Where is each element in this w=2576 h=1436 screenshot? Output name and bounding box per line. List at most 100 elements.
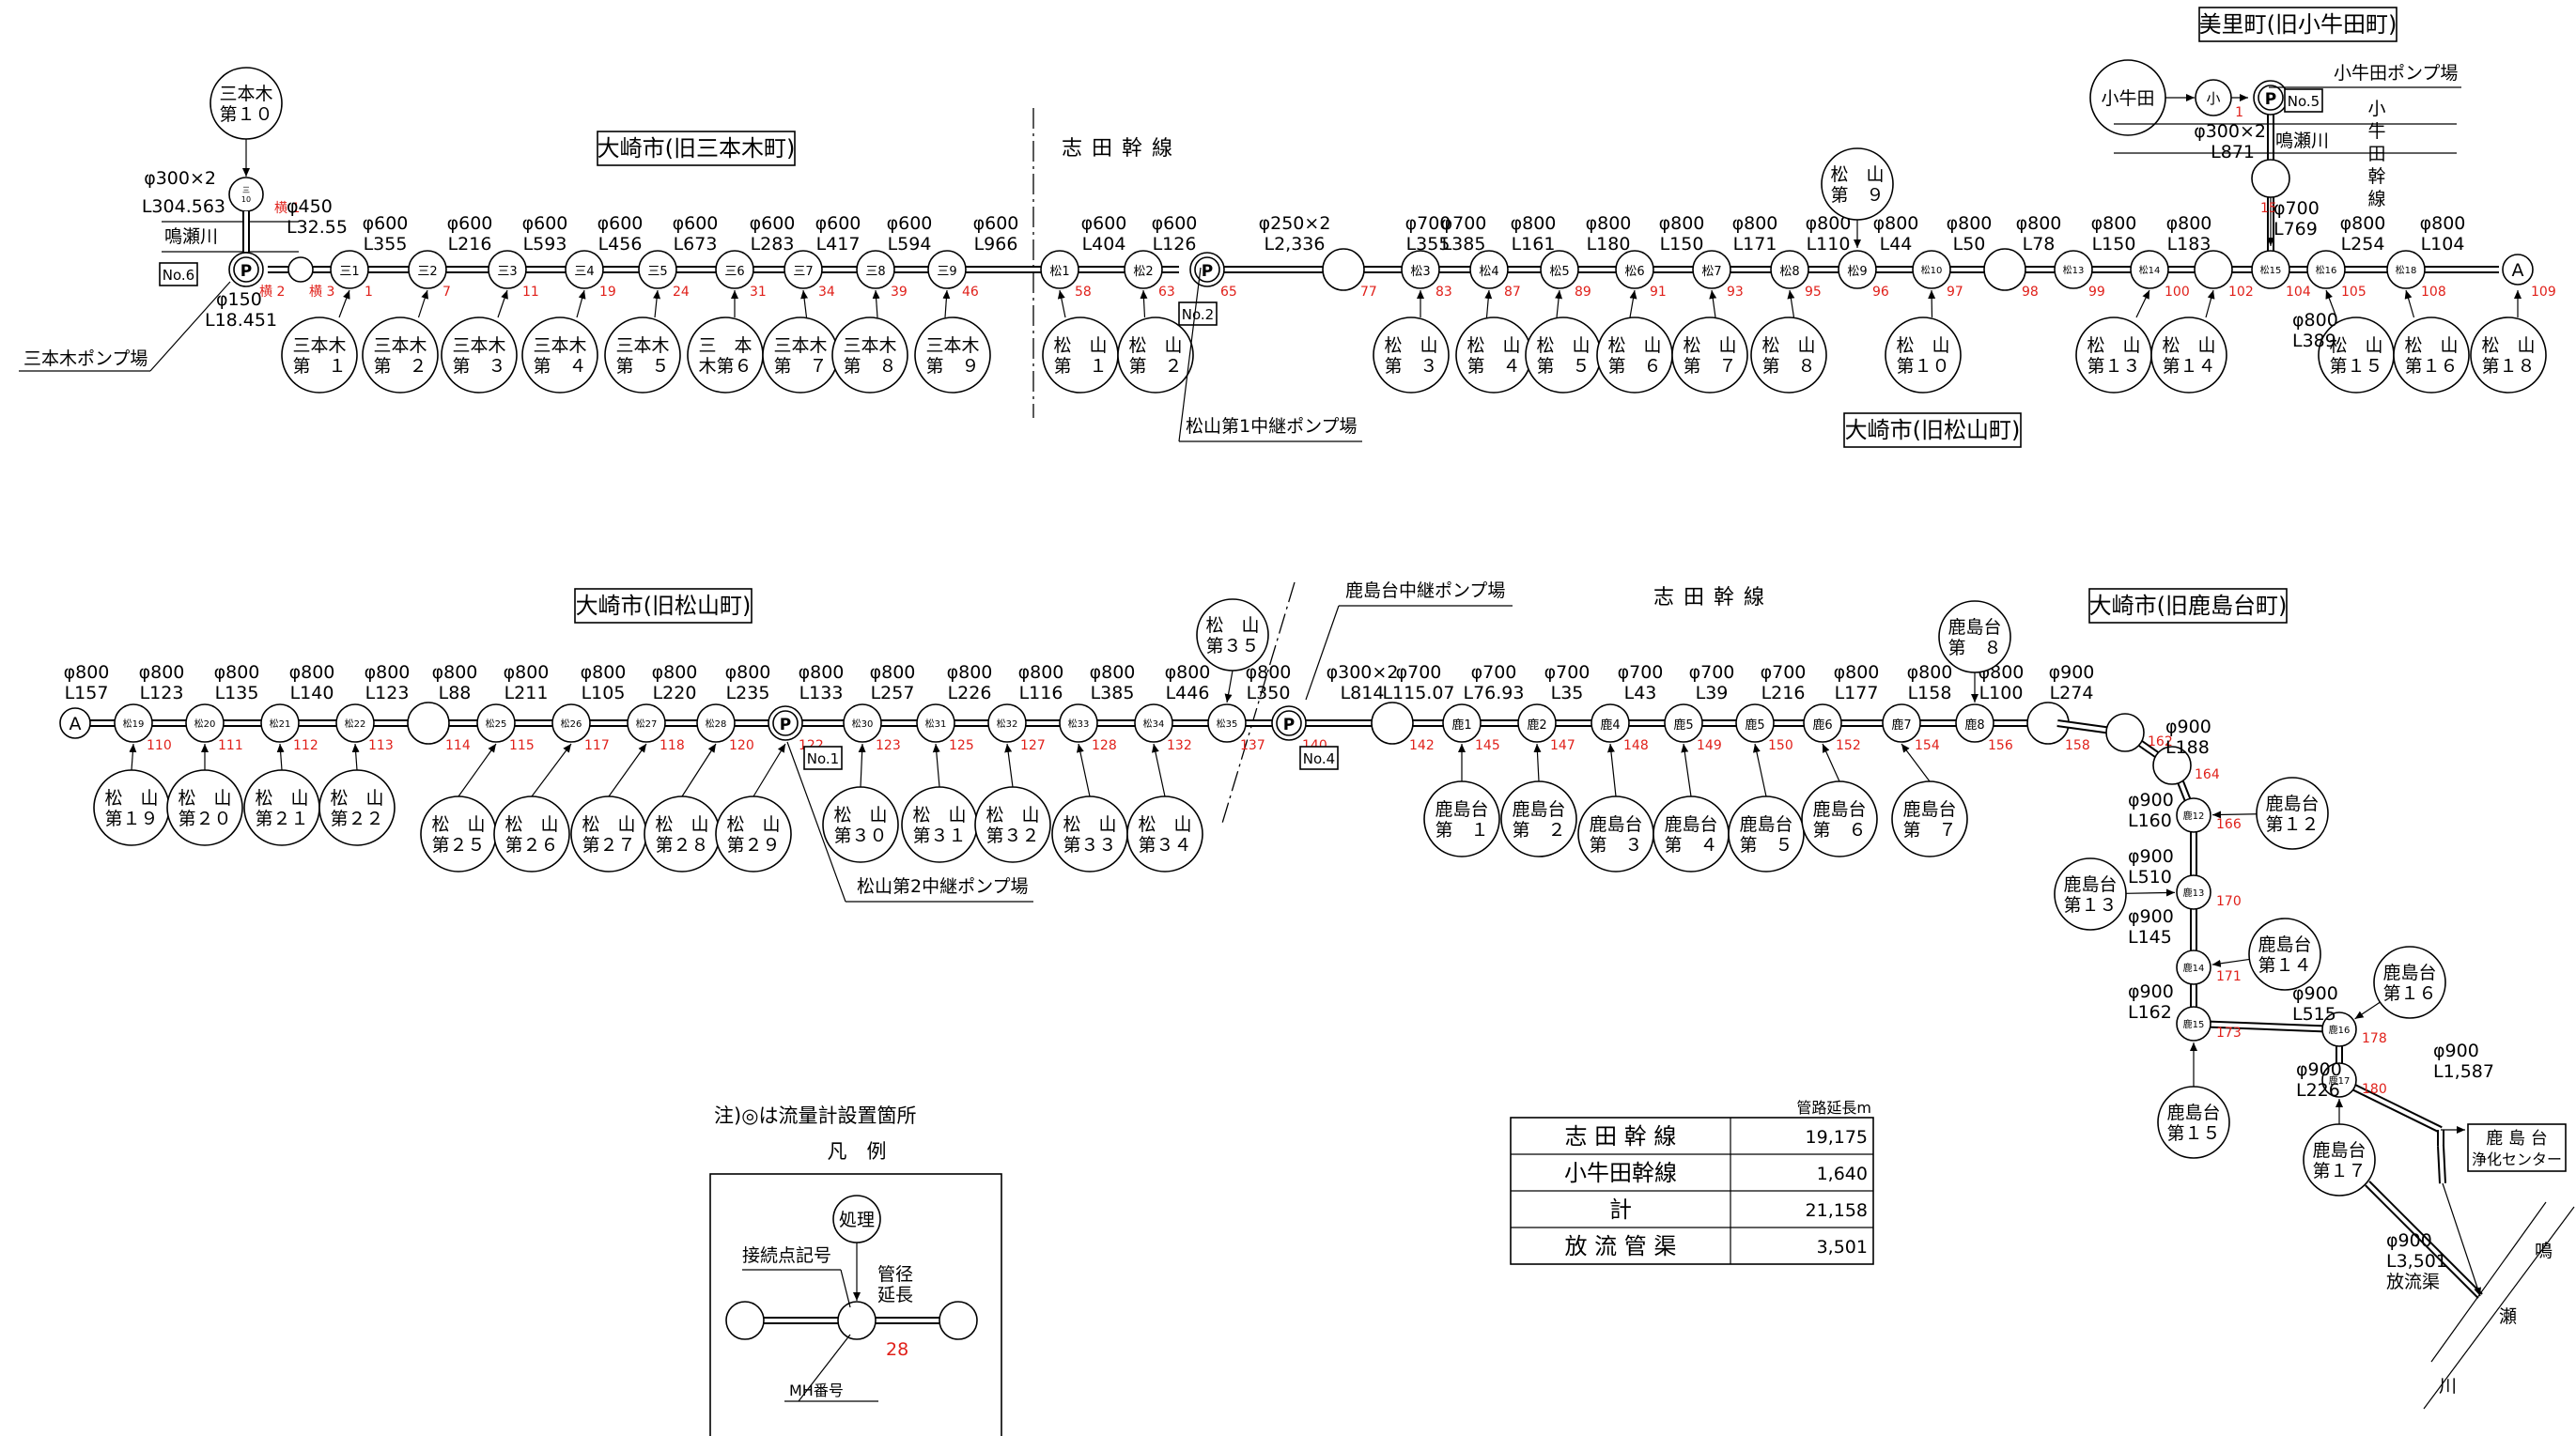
facility-name-line2: 第３１: [912, 826, 966, 846]
facility-name-line1: 松 山: [1830, 164, 1884, 185]
pipe-diameter: φ900: [2128, 790, 2174, 811]
facility-name-line2: 第２９: [726, 835, 780, 856]
pipe-diameter: φ300×2: [1327, 662, 1399, 683]
facility-name-line1: 松 山: [2162, 335, 2215, 356]
manhole: [2054, 250, 2093, 289]
facility-name-line2: 第２７: [582, 835, 635, 856]
facility-name-line1: 松 山: [1896, 335, 1949, 356]
facility-name-line1: 三本木: [452, 335, 505, 356]
node-label: 鹿8: [1964, 718, 1984, 733]
pipe-length: L171: [1733, 234, 1777, 255]
mh-number: 117: [584, 738, 610, 753]
pump-no-box: [803, 746, 843, 770]
facility-row1: [521, 317, 598, 394]
manhole: [2194, 250, 2233, 289]
facility-name-line1: 三本木: [292, 335, 346, 356]
facility-name-line1: 鹿島台: [1589, 814, 1642, 835]
legend-mh-label: MH番号: [789, 1382, 844, 1399]
pipe-diameter: φ800: [1246, 662, 1292, 683]
mh-number: 93: [1727, 285, 1744, 300]
facility-name-line1: 松 山: [2481, 335, 2535, 356]
mh-number: 11: [522, 285, 539, 300]
pipe-length: L2,336: [1265, 234, 1326, 255]
manhole: [638, 250, 677, 289]
node-label: 鹿7: [1891, 718, 1911, 733]
pipe-diameter: φ600: [522, 213, 568, 234]
facility-name-line1: 松 山: [833, 805, 887, 826]
facility-name-line2: 第 ４: [533, 356, 586, 377]
facility-name-line1: 松 山: [504, 814, 558, 835]
pipe-length: L188: [2165, 737, 2210, 758]
inflow-arrow: [1151, 743, 1166, 797]
facility-row1: [831, 317, 908, 394]
inflow-arrow: [1076, 743, 1091, 797]
facility-name-line2: 第 ２: [1512, 820, 1565, 841]
inflow-arrow: [1752, 743, 1767, 797]
facility-name-line2: 第１９: [104, 809, 158, 829]
facility-name-line2: 第 ８: [1948, 638, 2001, 658]
manhole: [1803, 703, 1842, 743]
facility-name-line2: 第 ６: [1812, 820, 1866, 841]
manhole: [287, 256, 314, 283]
inflow-arrow: [1606, 743, 1617, 797]
facility-row1: [2393, 317, 2470, 394]
manhole: [1401, 250, 1440, 289]
mh-number: 109: [2531, 285, 2556, 300]
facility-name-line2: 第 ５: [1536, 356, 1590, 377]
mh-number: 58: [1075, 285, 1092, 300]
pipe-diameter: φ800: [1806, 213, 1852, 234]
manhole: [1692, 250, 1731, 289]
facility-name-line2: 第 ８: [1761, 356, 1815, 377]
facility-name-line1: 松 山: [1063, 814, 1116, 835]
trunk-name-r2: 志田幹線: [1653, 586, 1774, 610]
pipe-diameter: φ700: [1544, 662, 1591, 683]
pipe-length: L162: [2128, 1002, 2172, 1023]
pipe-length: L456: [598, 234, 643, 255]
pump-symbol-letter: P: [241, 262, 252, 281]
facility-name-line2: 第２１: [255, 809, 308, 829]
mh-number: 97: [1947, 285, 1963, 300]
facility-name-line2: 第１０: [219, 104, 272, 125]
facility-name-line2: 第２６: [504, 835, 558, 856]
mh-number: 137: [1240, 738, 1265, 753]
facility-name-line2: 第１３: [2087, 356, 2140, 377]
mh-number: 34: [818, 285, 835, 300]
facility-vertical: [2054, 857, 2127, 931]
facility-name-line2: 第 ２: [1128, 356, 1182, 377]
inflow-arrow: [2354, 1001, 2381, 1020]
pipe-length: L417: [816, 234, 861, 255]
facility-name-line1: 松 山: [330, 788, 383, 809]
pump-matsuyama2-inner: [772, 710, 799, 736]
manhole: [1371, 702, 1414, 745]
inflow-arrow: [1004, 743, 1014, 788]
pipe-diameter: φ600: [673, 213, 719, 234]
manhole: [488, 250, 527, 289]
pipe-length: L871: [2211, 142, 2255, 162]
manhole: [1134, 703, 1173, 743]
mh-number: 横 2: [259, 285, 285, 300]
facility-name-line2: 第 ４: [1466, 356, 1520, 377]
pipe-length: L150: [1660, 234, 1704, 255]
legend-manhole: [939, 1301, 978, 1340]
pipe-diameter: φ800: [1586, 213, 1632, 234]
facility-name-line2: 第１７: [2312, 1161, 2366, 1181]
pipe-length: L32.55: [287, 217, 348, 238]
kogota-trunk-char: 田: [2367, 144, 2385, 164]
facility-name-line1: 鹿島台: [1902, 799, 1956, 820]
manhole: [2306, 250, 2346, 289]
pump-symbol-letter: P: [780, 716, 791, 734]
pipe-diameter: φ800: [2340, 213, 2386, 234]
pipe-length: L39: [1696, 683, 1729, 703]
node-label: 松35: [1217, 718, 1238, 730]
region-title-box: [597, 131, 796, 166]
pipe-diameter: φ600: [815, 213, 861, 234]
pipe-diameter: φ800: [799, 662, 845, 683]
mh-number: 154: [1915, 738, 1940, 753]
facility-row1: [2470, 317, 2547, 394]
facility-name-line1: 松 山: [104, 788, 158, 809]
facility-name-line2: 第 １: [1053, 356, 1107, 377]
pipe-length: L385: [1091, 683, 1135, 703]
manhole: [2176, 1006, 2211, 1042]
pipe-length: L1,587: [2433, 1061, 2494, 1082]
pipe-length: L355: [1406, 234, 1451, 255]
